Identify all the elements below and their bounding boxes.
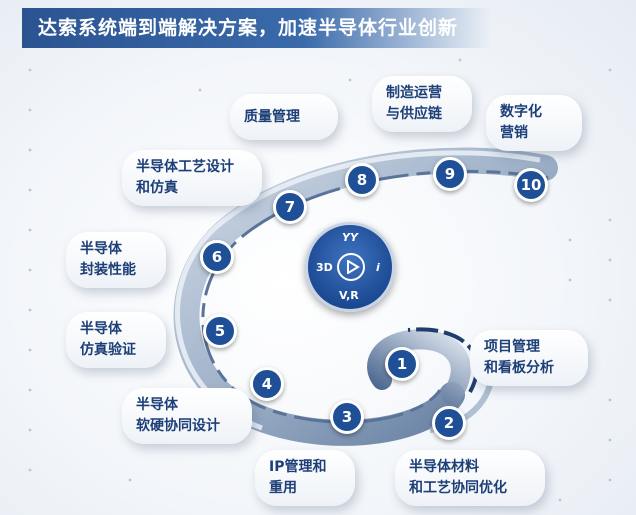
step-number-6: 6 (200, 240, 234, 274)
step-number-9: 9 (433, 157, 467, 191)
step-card-2: 半导体材料 和工艺协同优化 (395, 450, 545, 506)
step-card-10: 数字化 营销 (486, 95, 582, 151)
logo-top-text: YY (342, 231, 358, 244)
step-number-1: 1 (385, 347, 419, 381)
step-number-3: 3 (330, 400, 364, 434)
play-icon (337, 253, 365, 281)
logo-bottom-text: V,R (339, 289, 359, 302)
step-card-4: 半导体 软硬协同设计 (122, 388, 252, 444)
step-number-4: 4 (250, 367, 284, 401)
step-number-2: 2 (432, 406, 466, 440)
step-card-3: IP管理和 重用 (255, 450, 355, 506)
step-card-6: 半导体 封装性能 (66, 232, 166, 288)
step-number-7: 7 (273, 190, 307, 224)
step-number-5: 5 (203, 314, 237, 348)
page-title: 达索系统端到端解决方案，加速半导体行业创新 (22, 8, 492, 48)
step-card-7: 半导体工艺设计 和仿真 (122, 150, 262, 206)
logo-left-text: 3D (316, 261, 333, 274)
step-card-5: 半导体 仿真验证 (66, 312, 166, 368)
step-card-1: 项目管理 和看板分析 (470, 330, 588, 386)
step-card-8: 质量管理 (230, 94, 338, 140)
logo-right-text: i (376, 261, 380, 274)
platform-logo: YY 3D i V,R (305, 222, 395, 312)
step-number-8: 8 (345, 163, 379, 197)
step-number-10: 10 (514, 168, 548, 202)
step-card-9: 制造运营 与供应链 (372, 76, 472, 132)
